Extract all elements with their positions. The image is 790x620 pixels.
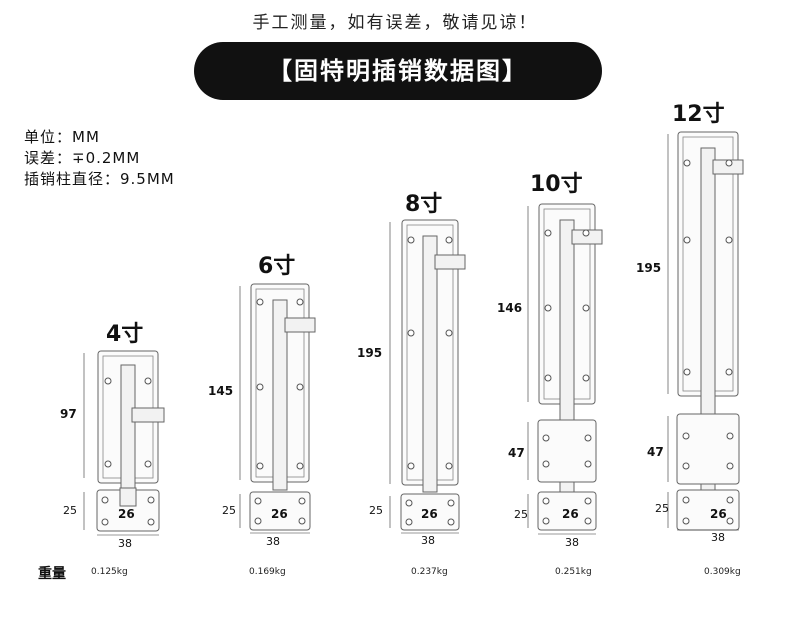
dim-height-12: 195: [636, 261, 662, 275]
dim-height-8: 195: [357, 346, 383, 360]
weight-label: 重量: [38, 566, 66, 582]
weight-12: 0.309kg: [704, 567, 741, 577]
dim-height-6: 145: [208, 384, 234, 398]
weight-10: 0.251kg: [555, 567, 592, 577]
bolt-drawing-10: [527, 203, 603, 535]
dim-height-4: 97: [60, 407, 77, 421]
size-label-10: 10寸: [530, 172, 583, 197]
dim-mid-height-10: 47: [508, 446, 525, 460]
bolt-drawing-6: [239, 283, 316, 534]
size-label-8: 8寸: [405, 192, 443, 217]
spec-block: 单位：MM 误差：∓0.2MM 插销柱直径：9.5MM: [24, 127, 175, 190]
dim-base-inner-12: 26: [710, 507, 727, 521]
dim-width-12: 38: [711, 531, 725, 544]
spec-unit: 单位：MM: [24, 128, 100, 146]
bolt-drawing-4: [83, 350, 165, 536]
measurement-note: 手工测量，如有误差，敬请见谅！: [252, 13, 538, 33]
size-label-12: 12寸: [672, 102, 725, 127]
dim-base-inner-6: 26: [271, 507, 288, 521]
dim-width-10: 38: [565, 536, 579, 549]
size-label-4: 4寸: [106, 322, 144, 347]
dim-width-8: 38: [421, 534, 435, 547]
dim-mid-height-12: 47: [647, 445, 664, 459]
dim-base-inner-10: 26: [562, 507, 579, 521]
size-label-6: 6寸: [258, 254, 296, 279]
dim-base-height-12: 25: [655, 502, 669, 515]
spec-pin-diameter: 插销柱直径：9.5MM: [24, 170, 175, 188]
weight-8: 0.237kg: [411, 567, 448, 577]
title-banner: 【固特明插销数据图】: [194, 42, 602, 100]
dim-base-inner-8: 26: [421, 507, 438, 521]
dim-base-height-6: 25: [222, 504, 236, 517]
spec-tolerance: 误差：∓0.2MM: [24, 149, 141, 167]
dim-width-4: 38: [118, 537, 132, 550]
weight-6: 0.169kg: [249, 567, 286, 577]
weight-4: 0.125kg: [91, 567, 128, 577]
dim-base-height-8: 25: [369, 504, 383, 517]
dim-height-10: 146: [497, 301, 523, 315]
dim-base-height-4: 25: [63, 504, 77, 517]
bolt-drawing-8: [389, 219, 466, 534]
bolt-drawing-12: [667, 131, 744, 531]
dim-base-inner-4: 26: [118, 507, 135, 521]
dim-base-height-10: 25: [514, 508, 528, 521]
dim-width-6: 38: [266, 535, 280, 548]
